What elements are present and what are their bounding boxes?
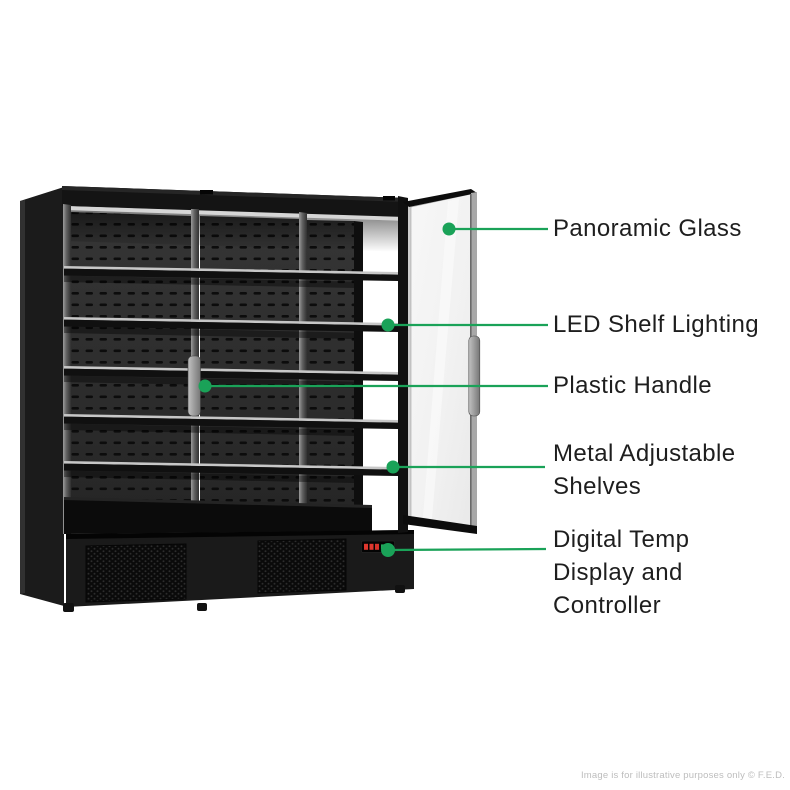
shelf-posts xyxy=(63,204,307,534)
callout-label-plastic-handle: Plastic Handle xyxy=(553,369,712,402)
base-top-shadow xyxy=(66,530,414,539)
foot xyxy=(63,603,74,612)
door-glass-reflection xyxy=(423,199,459,519)
side-panel-edge xyxy=(20,200,25,594)
door-hinge-post xyxy=(398,196,408,533)
callout-label-panoramic-glass: Panoramic Glass xyxy=(553,212,742,245)
foot xyxy=(197,603,207,611)
ventilation-grille xyxy=(257,538,347,594)
canopy-top-face xyxy=(62,186,408,202)
callout-label-digital-temp-display-controller: Digital Temp Display and Controller xyxy=(553,523,689,622)
back-panels xyxy=(64,210,408,508)
callout-label-line: Shelves xyxy=(553,473,642,500)
callout-dot-icon xyxy=(381,543,395,557)
door-bottom-frame xyxy=(403,515,477,534)
callout-dots xyxy=(198,222,456,557)
callout-label-line: Panoramic Glass xyxy=(553,215,742,242)
leader-line xyxy=(387,547,547,552)
bottom-well xyxy=(64,500,372,534)
callout-label-line: Controller xyxy=(553,592,662,619)
door-glass-edge xyxy=(408,202,411,523)
callout-label-line: Digital Temp xyxy=(553,526,690,553)
callout-dot-icon xyxy=(381,318,395,332)
callout-label-led-shelf-lighting: LED Shelf Lighting xyxy=(553,308,759,341)
under-canopy-shadow xyxy=(64,210,408,252)
callout-label-metal-adjustable-shelves: Metal Adjustable Shelves xyxy=(553,437,736,503)
callout-dot-icon xyxy=(442,222,456,236)
callout-label-line: Metal Adjustable xyxy=(553,440,736,467)
canopy xyxy=(62,186,408,218)
callout-leaders xyxy=(205,227,548,552)
canopy-cap xyxy=(200,190,213,195)
fridge-cabinet xyxy=(20,186,414,612)
callout-label-line: LED Shelf Lighting xyxy=(553,311,759,338)
glass-door xyxy=(398,189,481,534)
callout-label-line: Plastic Handle xyxy=(553,372,713,399)
watermark-text: Image is for illustrative purposes only … xyxy=(580,770,785,781)
side-panel xyxy=(20,187,64,606)
callout-dot-icon xyxy=(386,460,400,474)
shelves xyxy=(64,266,404,483)
door-handle xyxy=(468,335,481,417)
ventilation-grille xyxy=(85,543,187,603)
callout-label-line: Display and xyxy=(553,559,683,586)
canopy-cap xyxy=(383,196,395,201)
canopy-led-strip xyxy=(66,206,406,221)
foot xyxy=(395,585,405,593)
door-top-frame xyxy=(403,189,477,207)
callout-dot-icon xyxy=(198,379,212,393)
